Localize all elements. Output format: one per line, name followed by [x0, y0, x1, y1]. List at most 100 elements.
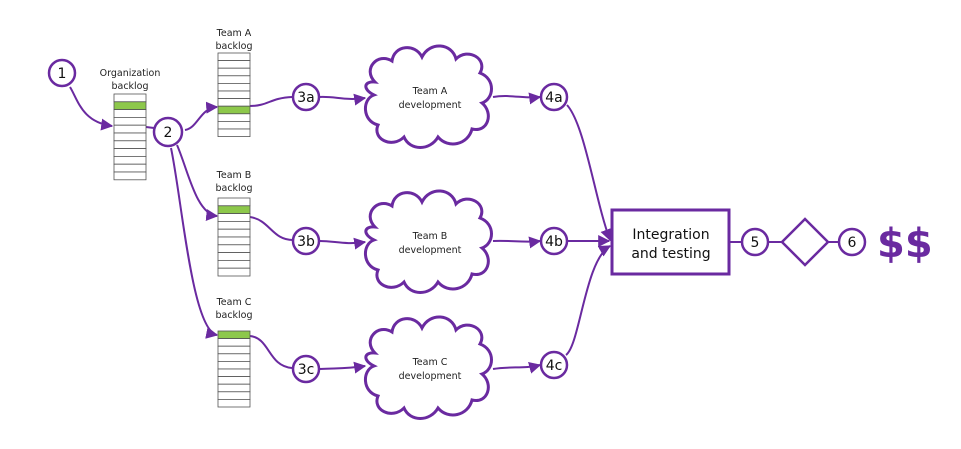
backlog-row [217, 376, 251, 385]
step-2-circle [152, 116, 184, 148]
team-b-cloud-label-2: development [399, 245, 462, 256]
step-5-label: 5 [751, 235, 760, 251]
arrow-cloud-c-to-4c [492, 361, 542, 374]
connectors [69, 86, 839, 374]
backlog-row [217, 220, 251, 230]
backlog-row [217, 98, 251, 107]
integration-label-2: and testing [631, 246, 710, 262]
step-3b-label: 3b [297, 234, 315, 250]
backlog-row [217, 197, 251, 207]
backlog-row [217, 267, 251, 277]
backlog-row [113, 124, 147, 134]
backlog-row [217, 60, 251, 69]
team-b-backlog-label-2: backlog [215, 183, 252, 194]
backlog-row [217, 383, 251, 393]
team-a-cloud-label-1: Team A [412, 86, 448, 97]
arrow-team-a-to-3a [249, 96, 293, 107]
clouds [364, 44, 493, 420]
arrow-team-c-to-3c [249, 335, 293, 369]
arrow-3a-to-cloud-a [318, 93, 367, 106]
arrow-2-to-team-b [176, 144, 219, 221]
arrow-3b-to-cloud-b [319, 237, 367, 250]
arrow-4c-to-integration [565, 245, 612, 356]
backlog-row-highlighted [113, 101, 147, 111]
arrow-cloud-b-to-4b [492, 236, 542, 249]
backlog-row [113, 171, 147, 181]
org-backlog-stack [113, 93, 147, 181]
backlog-row [217, 90, 251, 99]
backlog-row [217, 113, 251, 122]
team-b-backlog-label-1: Team B [216, 170, 252, 181]
team-a-cloud-label-2: development [399, 100, 462, 111]
backlog-row [217, 353, 251, 362]
backlog-row [113, 155, 147, 165]
backlog-row [113, 132, 147, 142]
team-c-cloud-label-1: Team C [412, 357, 448, 368]
team-c-cloud [364, 315, 493, 420]
step-1-label: 1 [58, 66, 67, 82]
backlog-row-highlighted [217, 330, 251, 339]
arrow-team-b-to-3b [249, 216, 294, 241]
backlog-row [113, 117, 147, 126]
integration-box [610, 208, 731, 276]
backlog-row-highlighted [217, 205, 251, 215]
step-6-label: 6 [848, 235, 857, 251]
team-b-cloud-label-1: Team B [412, 231, 448, 242]
step-3b-circle [291, 226, 321, 256]
step-4c-circle [539, 350, 569, 380]
arrow-cloud-a-to-4a [492, 92, 542, 105]
backlog-row [217, 213, 251, 222]
step-4a-circle [539, 82, 569, 112]
step-4c-label: 4c [546, 358, 563, 374]
backlog-row [217, 75, 251, 84]
step-1-circle [47, 58, 77, 88]
backlog-row [217, 67, 251, 77]
step-5-circle [740, 227, 770, 257]
org-backlog-label-2: backlog [111, 81, 148, 92]
backlog-row [217, 398, 251, 408]
backlog-row [217, 360, 251, 370]
team-b-cloud [364, 189, 493, 294]
arrow-org-backlog-to-2 [145, 126, 155, 129]
backlog-row [217, 391, 251, 400]
team-b-backlog-stack [217, 197, 251, 277]
step-2-label: 2 [164, 125, 173, 141]
arrow-3c-to-cloud-c [319, 361, 367, 374]
step-4a-label: 4a [545, 90, 563, 106]
team-c-backlog-label-2: backlog [215, 310, 252, 321]
step-3c-circle [291, 354, 321, 384]
arrow-1-to-org-backlog [69, 86, 114, 131]
step-4b-label: 4b [545, 234, 563, 250]
org-backlog-label-1: Organization [100, 68, 161, 79]
step-6-circle [837, 227, 867, 257]
backlog-row [113, 109, 147, 118]
step-3a-label: 3a [297, 90, 315, 106]
backlog-row [217, 228, 251, 238]
backlog-row [217, 259, 251, 269]
backlog-row [217, 244, 251, 254]
backlog-row [113, 140, 147, 150]
team-c-backlog-stack [217, 330, 251, 408]
team-a-backlog-label-2: backlog [215, 41, 252, 52]
backlog-row [217, 338, 251, 347]
decision-diamond [780, 217, 830, 267]
backlog-row [217, 236, 251, 246]
integration-label-1: Integration [632, 227, 709, 243]
backlog-row [113, 148, 147, 157]
backlogs [113, 52, 251, 408]
backlog-row [217, 368, 251, 377]
backlog-row [217, 52, 251, 61]
arrow-4a-to-integration [566, 104, 612, 242]
step-3c-label: 3c [298, 362, 315, 378]
team-a-cloud [364, 44, 493, 149]
arrow-2-to-team-a [184, 101, 219, 131]
team-a-backlog-label-1: Team A [216, 28, 252, 39]
step-3a-circle [291, 82, 321, 112]
backlog-row [217, 83, 251, 92]
team-a-backlog-stack [217, 52, 251, 137]
arrow-2-to-team-c [170, 147, 219, 339]
money-result: $$ [877, 221, 933, 267]
step-circles [47, 58, 867, 384]
backlog-row [217, 128, 251, 137]
